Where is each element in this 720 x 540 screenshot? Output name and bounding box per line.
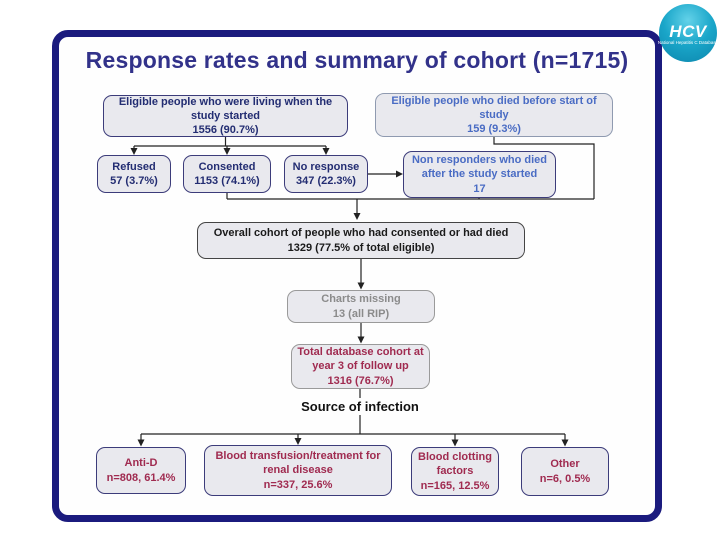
node-refused-value: 57 (3.7%) bbox=[110, 175, 158, 187]
node-overall-cohort: Overall cohort of people who had consent… bbox=[197, 222, 525, 259]
node-blood-transfusion-label: Blood transfusion/treatment for renal di… bbox=[215, 450, 381, 477]
node-eligible-living: Eligible people who were living when the… bbox=[103, 95, 348, 137]
node-anti-d: Anti-D n=808, 61.4% bbox=[96, 447, 186, 494]
node-blood-transfusion: Blood transfusion/treatment for renal di… bbox=[204, 445, 392, 496]
node-consented: Consented 1153 (74.1%) bbox=[183, 155, 271, 193]
node-blood-clotting-value: n=165, 12.5% bbox=[420, 479, 490, 492]
node-other-value: n=6, 0.5% bbox=[539, 472, 591, 485]
hcv-logo-tagline: National Hepatitis C Database bbox=[657, 40, 719, 46]
node-total-database: Total database cohort at year 3 of follo… bbox=[291, 344, 430, 389]
node-nonresponders-died-value: 17 bbox=[473, 182, 486, 195]
node-anti-d-label: Anti-D bbox=[124, 457, 158, 470]
node-eligible-died-label: Eligible people who died before start of… bbox=[391, 94, 597, 121]
hcv-logo: HCV National Hepatitis C Database bbox=[657, 4, 719, 62]
node-overall-cohort-label: Overall cohort of people who had consent… bbox=[213, 227, 509, 240]
node-other: Other n=6, 0.5% bbox=[521, 447, 609, 496]
node-total-database-label: Total database cohort at year 3 of follo… bbox=[297, 346, 424, 373]
node-consented-value: 1153 (74.1%) bbox=[194, 175, 260, 187]
node-blood-clotting-label: Blood clotting factors bbox=[418, 451, 492, 478]
node-no-response: No response 347 (22.3%) bbox=[284, 155, 368, 193]
node-blood-clotting: Blood clotting factors n=165, 12.5% bbox=[411, 447, 499, 496]
node-eligible-died-value: 159 (9.3%) bbox=[467, 123, 521, 136]
node-blood-transfusion-value: n=337, 25.6% bbox=[263, 478, 333, 491]
node-charts-missing-value: 13 (all RIP) bbox=[332, 307, 390, 320]
node-overall-cohort-value: 1329 (77.5% of total eligible) bbox=[287, 241, 435, 254]
node-anti-d-value: n=808, 61.4% bbox=[106, 471, 176, 484]
node-refused-label: Refused bbox=[112, 160, 156, 173]
node-eligible-living-label: Eligible people who were living when the… bbox=[118, 95, 333, 122]
node-charts-missing-label: Charts missing bbox=[321, 293, 401, 306]
node-charts-missing: Charts missing 13 (all RIP) bbox=[287, 290, 435, 323]
hcv-logo-text: HCV bbox=[669, 22, 707, 42]
source-of-infection-label: Source of infection bbox=[270, 398, 450, 415]
node-no-response-value: 347 (22.3%) bbox=[296, 175, 356, 187]
node-eligible-died: Eligible people who died before start of… bbox=[375, 93, 613, 137]
node-eligible-living-value: 1556 (90.7%) bbox=[192, 124, 259, 137]
node-total-database-value: 1316 (76.7%) bbox=[327, 374, 394, 387]
node-refused: Refused 57 (3.7%) bbox=[97, 155, 171, 193]
page-title: Response rates and summary of cohort (n=… bbox=[85, 47, 629, 73]
node-nonresponders-died-label: Non responders who died after the study … bbox=[411, 154, 548, 181]
node-no-response-label: No response bbox=[292, 160, 360, 173]
node-other-label: Other bbox=[550, 458, 580, 471]
node-consented-label: Consented bbox=[198, 160, 256, 173]
node-nonresponders-died: Non responders who died after the study … bbox=[403, 151, 556, 198]
